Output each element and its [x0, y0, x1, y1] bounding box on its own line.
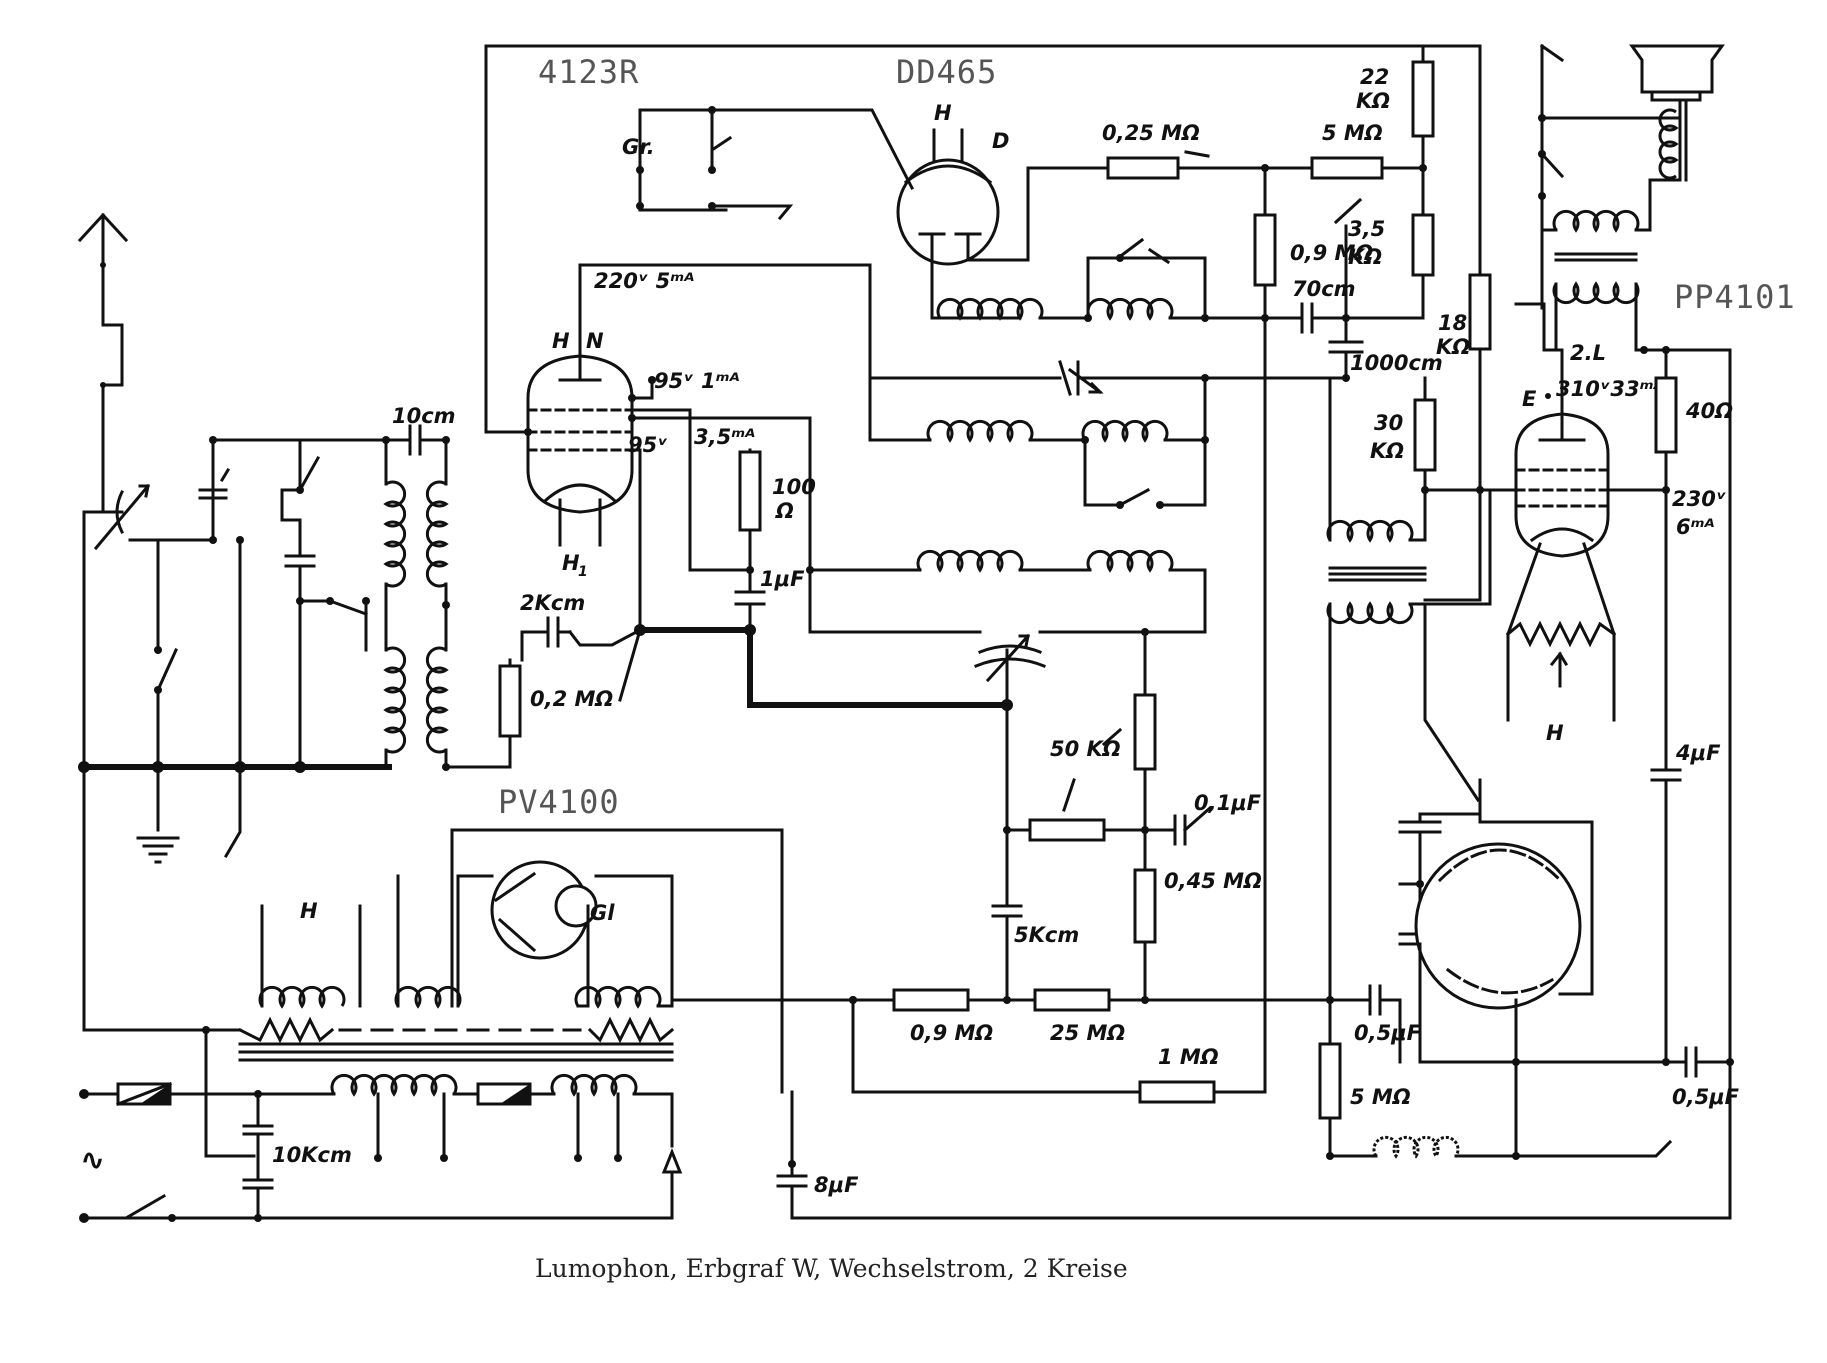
tube-label-pv4100: PV4100	[498, 783, 620, 821]
label-220v: 220ᵛ 5ᵐᴬ	[594, 269, 694, 293]
label-5m-b: 5 MΩ	[1350, 1085, 1411, 1109]
label-100-ohm: Ω	[775, 499, 794, 523]
label-1m: 1 MΩ	[1158, 1045, 1219, 1069]
detector-network: 0,25 MΩ 5 MΩ 22 KΩ 3,5 KΩ 0,9 MΩ 70cm 10…	[1026, 60, 1492, 1094]
label-5kcm: 5Kcm	[1014, 923, 1079, 947]
indicator-tube	[1398, 778, 1594, 1066]
label-d: D	[992, 129, 1009, 153]
label-3-5-k: KΩ	[1348, 245, 1382, 269]
label-2l: 2.L	[1570, 341, 1606, 365]
label-4uf: 4μF	[1675, 741, 1721, 765]
output-caps: 0,5μF 0,5μF	[1326, 984, 1740, 1160]
audio-network: 50 KΩ 0,1μF 0,45 MΩ 5Kcm 0,9 MΩ 25 MΩ 1 …	[849, 630, 1364, 1104]
tube-label-4123r: 4123R	[538, 53, 639, 91]
tube-label-dd465: DD465	[896, 53, 997, 91]
label-0-5uf-a: 0,5μF	[1354, 1021, 1422, 1045]
label-h1-4123: H	[562, 551, 580, 575]
label-0-9m-b: 0,9 MΩ	[910, 1021, 993, 1045]
label-0-9m: 0,9 MΩ	[1290, 241, 1373, 265]
label-70cm: 70cm	[1292, 277, 1356, 301]
label-18-k: KΩ	[1436, 335, 1470, 359]
detector-coils	[936, 237, 1282, 322]
label-0-25m: 0,25 MΩ	[1102, 121, 1200, 145]
label-h1-dd: H	[934, 101, 952, 125]
label-n: N	[586, 329, 604, 353]
label-0-45m: 0,45 MΩ	[1164, 869, 1262, 893]
label-50k: 50 KΩ	[1050, 737, 1121, 761]
pickup-input: Gr.	[622, 106, 794, 221]
label-95v: 95ᵛ	[628, 433, 668, 457]
label-25m: 25 MΩ	[1050, 1021, 1125, 1045]
label-3-5ma: 3,5ᵐᴬ	[694, 425, 755, 449]
label-30-k: KΩ	[1370, 439, 1404, 463]
label-22: 22	[1360, 65, 1389, 89]
label-0-1uf: 0,1μF	[1194, 791, 1262, 815]
label-5m: 5 MΩ	[1322, 121, 1383, 145]
label-1000cm: 1000cm	[1350, 351, 1443, 375]
reaction-circuit	[806, 360, 1348, 711]
label-3-5: 3,5	[1348, 217, 1385, 241]
label-18: 18	[1438, 311, 1467, 335]
tube-pp4101: E 310ᵛ33ᵐᴬ 2.L H	[1505, 302, 1670, 745]
label-0-5uf-b: 0,5μF	[1672, 1085, 1740, 1109]
label-h: H	[552, 329, 570, 353]
label-22-k: KΩ	[1356, 89, 1390, 113]
label-230v: 230ᵛ	[1672, 487, 1726, 511]
label-10cm: 10cm	[392, 404, 456, 428]
label-1uf: 1μF	[760, 567, 805, 591]
power-supply: H Gl	[79, 765, 1732, 1223]
label-8uf: 8μF	[814, 1173, 859, 1197]
label-2kcm: 2Kcm	[520, 591, 585, 615]
antenna	[77, 212, 151, 769]
label-0-2m: 0,2 MΩ	[530, 687, 613, 711]
screen-supply: 230ᵛ 6ᵐᴬ 4μF	[1650, 487, 1726, 1066]
label-e: E	[1522, 387, 1537, 411]
speaker: 40Ω	[1538, 43, 1733, 1220]
label-310v: 310ᵛ33ᵐᴬ	[1556, 377, 1664, 401]
label-100: 100	[772, 475, 816, 499]
label-40-ohm: 40Ω	[1685, 399, 1733, 423]
label-95v-1ma: 95ᵛ 1ᵐᴬ	[654, 369, 740, 393]
label-h1-pv: H	[300, 899, 318, 923]
label-gl: Gl	[590, 901, 615, 925]
label-gr: Gr.	[622, 135, 655, 159]
label-30: 30	[1374, 411, 1403, 435]
label-6ma: 6ᵐᴬ	[1676, 515, 1715, 539]
interstage-transformer: 30 KΩ 5 MΩ	[1318, 376, 1518, 1158]
input-circuit: 10cm	[78, 404, 512, 864]
label-10kcm: 10Kcm	[272, 1143, 352, 1167]
label-ac: ∿	[80, 1143, 105, 1178]
svg-text:1: 1	[578, 564, 588, 580]
tube-label-pp4101: PP4101	[1674, 278, 1796, 316]
cathode-network: 100 Ω 1μF 2Kcm 0,2 MΩ	[498, 448, 1007, 769]
label-h1-pp: H	[1546, 721, 1564, 745]
caption: Lumophon, Erbgraf W, Wechselstrom, 2 Kre…	[535, 1254, 1128, 1283]
